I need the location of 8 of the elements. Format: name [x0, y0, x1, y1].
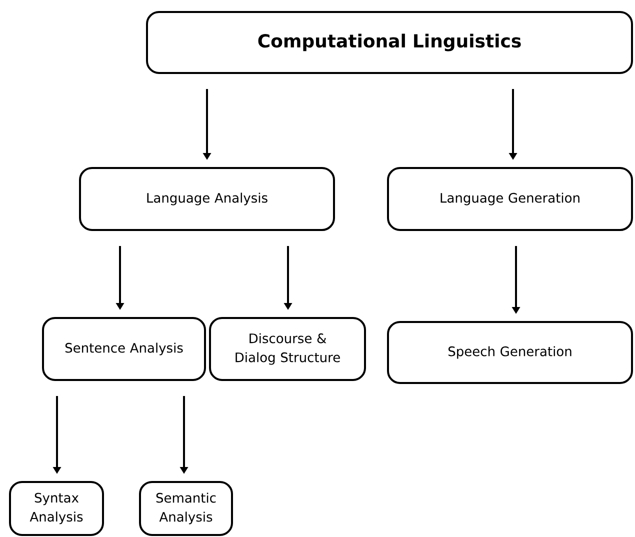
process-box: Discourse & Dialog Structure: [209, 317, 366, 381]
process-box: Language Generation: [387, 167, 633, 231]
process-box: Syntax Analysis: [9, 481, 104, 536]
process-box: Sentence Analysis: [42, 317, 206, 381]
process-box: Semantic Analysis: [139, 481, 233, 536]
process-box: Computational Linguistics: [146, 11, 633, 74]
process-box: Speech Generation: [387, 321, 633, 384]
process-box: Language Analysis: [79, 167, 335, 231]
